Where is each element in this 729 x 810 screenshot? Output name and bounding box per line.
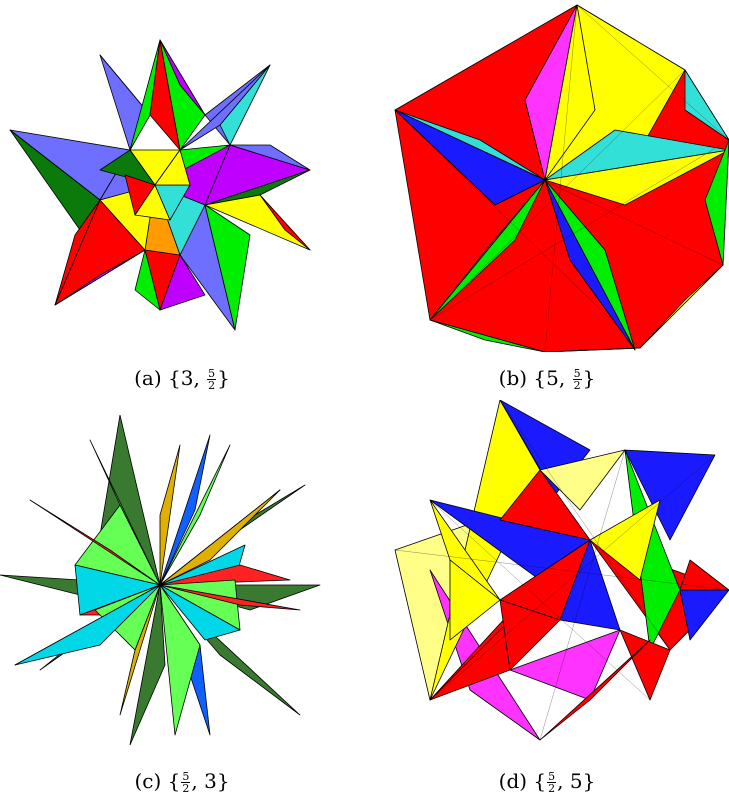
polyhedron-b-drawing xyxy=(394,4,729,352)
face xyxy=(159,489,281,586)
face xyxy=(229,144,311,171)
face xyxy=(159,434,211,586)
face xyxy=(159,444,181,586)
face xyxy=(704,139,729,266)
polyhedron-d xyxy=(390,400,729,745)
face xyxy=(159,584,301,611)
caption-value-2: 5 xyxy=(569,769,583,793)
face xyxy=(54,199,101,306)
edge xyxy=(544,4,578,352)
caption-label: (b) xyxy=(498,366,528,390)
caption-value-2: 3 xyxy=(204,769,217,793)
face xyxy=(679,559,729,591)
fraction-numerator: 5 xyxy=(547,770,557,783)
polyhedron-a-drawing xyxy=(9,39,311,331)
face xyxy=(544,179,636,351)
face xyxy=(159,444,231,586)
face xyxy=(14,584,161,666)
caption-open-brace: { xyxy=(533,769,547,793)
face xyxy=(154,149,191,186)
face xyxy=(429,319,546,352)
caption-value-1: 5 xyxy=(546,366,559,390)
fraction-numerator: 5 xyxy=(572,367,582,380)
caption-close-brace: } xyxy=(582,769,596,793)
face xyxy=(204,204,251,331)
face xyxy=(539,639,651,741)
face xyxy=(619,629,671,701)
edge xyxy=(429,69,686,321)
fraction-denominator: 2 xyxy=(208,379,216,392)
caption-close-brace: } xyxy=(582,366,596,390)
face xyxy=(124,174,156,216)
face xyxy=(134,249,161,311)
face xyxy=(544,4,596,181)
face xyxy=(179,64,271,151)
edge xyxy=(539,449,626,741)
caption-open-brace: { xyxy=(167,769,181,793)
edge xyxy=(394,549,729,591)
caption-label: (d) xyxy=(498,769,528,793)
fraction-numerator: 5 xyxy=(181,770,191,783)
polyhedron-c xyxy=(0,415,322,745)
face xyxy=(624,449,716,541)
face xyxy=(684,69,729,141)
caption-label: (a) xyxy=(134,366,162,390)
face xyxy=(99,54,151,151)
edge xyxy=(429,454,716,701)
face xyxy=(159,584,201,736)
face xyxy=(589,499,661,581)
face xyxy=(449,559,501,641)
caption-separator: , xyxy=(558,366,566,390)
face xyxy=(429,179,546,321)
face xyxy=(509,629,621,701)
caption-value-1: 3 xyxy=(180,366,194,390)
caption-close-brace: } xyxy=(216,769,230,793)
face xyxy=(159,254,206,311)
face xyxy=(539,449,626,511)
face xyxy=(639,264,724,349)
face xyxy=(259,194,311,251)
face xyxy=(29,499,161,586)
fraction-numerator: 5 xyxy=(207,367,217,380)
caption-label: (c) xyxy=(134,769,162,793)
caption-close-brace: } xyxy=(217,366,230,390)
edge xyxy=(394,4,729,141)
fraction-denominator: 2 xyxy=(573,379,581,392)
polyhedron-a xyxy=(5,35,315,335)
edge xyxy=(499,400,671,651)
edge xyxy=(429,139,729,321)
face xyxy=(159,39,206,116)
face xyxy=(54,249,146,306)
face xyxy=(544,347,641,352)
edge xyxy=(394,109,641,349)
polyhedron-c-drawing xyxy=(0,415,321,745)
caption-separator: , xyxy=(557,769,564,793)
fraction-denominator: 2 xyxy=(548,782,556,795)
face xyxy=(559,539,621,631)
edge xyxy=(394,109,724,266)
caption-separator: , xyxy=(193,366,200,390)
fraction-denominator: 2 xyxy=(182,782,190,795)
polyhedron-d-drawing xyxy=(394,400,729,741)
face xyxy=(499,469,591,541)
face xyxy=(159,584,241,641)
polyhedron-b xyxy=(385,0,729,352)
caption-open-brace: { xyxy=(167,366,181,390)
edge xyxy=(429,499,651,701)
face xyxy=(499,599,561,671)
caption-separator: , xyxy=(191,769,198,793)
face xyxy=(544,149,729,206)
caption-open-brace: { xyxy=(533,366,547,390)
face xyxy=(99,54,151,116)
face xyxy=(394,109,546,206)
face xyxy=(129,584,166,745)
